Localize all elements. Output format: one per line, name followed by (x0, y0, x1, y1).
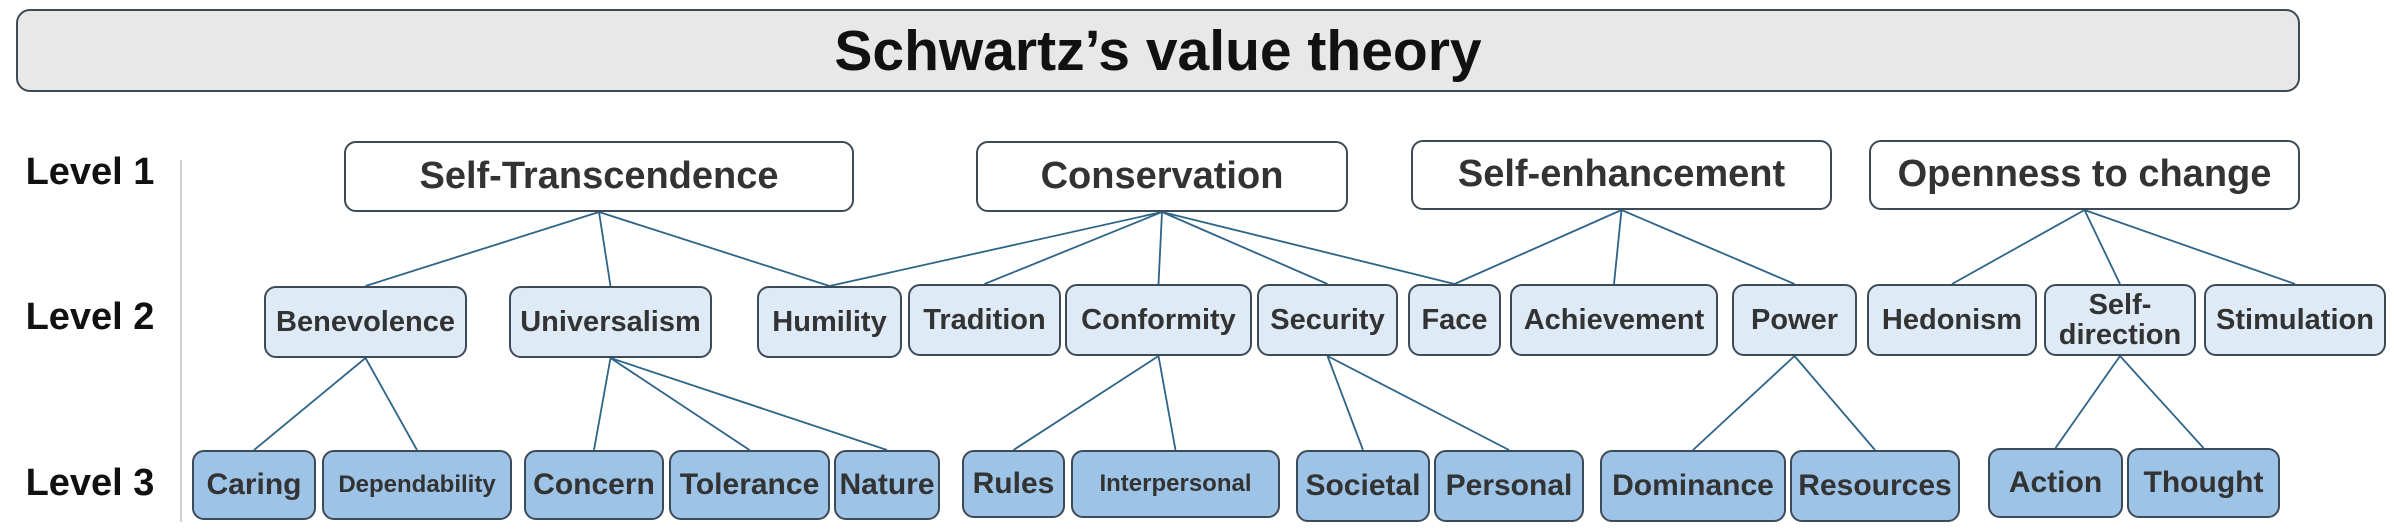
edge-conformity-to-interpersonal (1157, 355, 1177, 451)
edge-openness-to-change-to-stimulation (2084, 209, 2296, 285)
edge-universalism-to-nature (610, 357, 888, 451)
node-humility: Humility (757, 286, 902, 358)
node-self-transcendence: Self-Transcendence (344, 141, 854, 212)
edge-universalism-to-tolerance (610, 357, 750, 451)
node-resources: Resources (1790, 450, 1960, 522)
edge-power-to-dominance (1692, 355, 1796, 451)
node-action: Action (1988, 448, 2123, 518)
node-self-enhancement: Self-enhancement (1411, 140, 1832, 210)
node-security: Security (1257, 284, 1398, 356)
node-concern: Concern (524, 450, 664, 520)
node-conservation: Conservation (976, 141, 1348, 212)
edge-conservation-to-tradition (984, 211, 1163, 285)
edge-self-enhancement-to-face (1454, 209, 1622, 285)
edge-self-enhancement-to-achievement (1613, 209, 1623, 285)
edge-openness-to-change-to-self-direction (2083, 209, 2121, 285)
edge-universalism-to-concern (593, 357, 612, 451)
level-3-label: Level 3 (25, 462, 155, 504)
edge-conservation-to-security (1161, 211, 1328, 285)
node-caring: Caring (192, 450, 316, 520)
level-1-label: Level 1 (25, 151, 155, 193)
edge-conservation-to-conformity (1157, 211, 1163, 285)
edge-benevolence-to-caring (253, 357, 367, 451)
edge-conservation-to-face (1161, 211, 1455, 285)
node-conformity: Conformity (1065, 284, 1252, 356)
level-2-label: Level 2 (25, 296, 155, 338)
node-dependability: Dependability (322, 450, 512, 520)
edge-self-transcendence-to-benevolence (365, 211, 600, 287)
node-interpersonal: Interpersonal (1071, 450, 1280, 518)
node-thought: Thought (2127, 448, 2280, 518)
edge-conservation-to-humility (829, 211, 1163, 287)
diagram-title: Schwartz’s value theory (16, 9, 2300, 92)
node-universalism: Universalism (509, 286, 712, 358)
node-dominance: Dominance (1600, 450, 1786, 522)
edge-benevolence-to-dependability (364, 357, 418, 451)
edge-self-enhancement-to-power (1621, 209, 1795, 285)
edge-self-transcendence-to-universalism (598, 211, 612, 287)
node-benevolence: Benevolence (264, 286, 467, 358)
edge-security-to-societal (1326, 355, 1364, 451)
node-nature: Nature (834, 450, 940, 520)
edge-security-to-personal (1327, 355, 1510, 451)
level-divider (180, 160, 182, 522)
node-societal: Societal (1296, 450, 1430, 522)
node-personal: Personal (1434, 450, 1584, 522)
node-achievement: Achievement (1510, 284, 1718, 356)
node-rules: Rules (962, 450, 1065, 518)
node-self-direction: Self-direction (2044, 284, 2196, 356)
edge-conformity-to-rules (1013, 355, 1159, 451)
edge-self-direction-to-thought (2119, 355, 2205, 449)
edge-self-transcendence-to-humility (598, 211, 830, 287)
node-tolerance: Tolerance (669, 450, 830, 520)
node-tradition: Tradition (908, 284, 1061, 356)
node-power: Power (1732, 284, 1857, 356)
edge-openness-to-change-to-hedonism (1951, 209, 2085, 285)
node-stimulation: Stimulation (2204, 284, 2386, 356)
edge-power-to-resources (1793, 355, 1876, 451)
node-hedonism: Hedonism (1867, 284, 2037, 356)
node-face: Face (1408, 284, 1501, 356)
node-openness-to-change: Openness to change (1869, 140, 2300, 210)
edge-self-direction-to-action (2054, 355, 2121, 449)
